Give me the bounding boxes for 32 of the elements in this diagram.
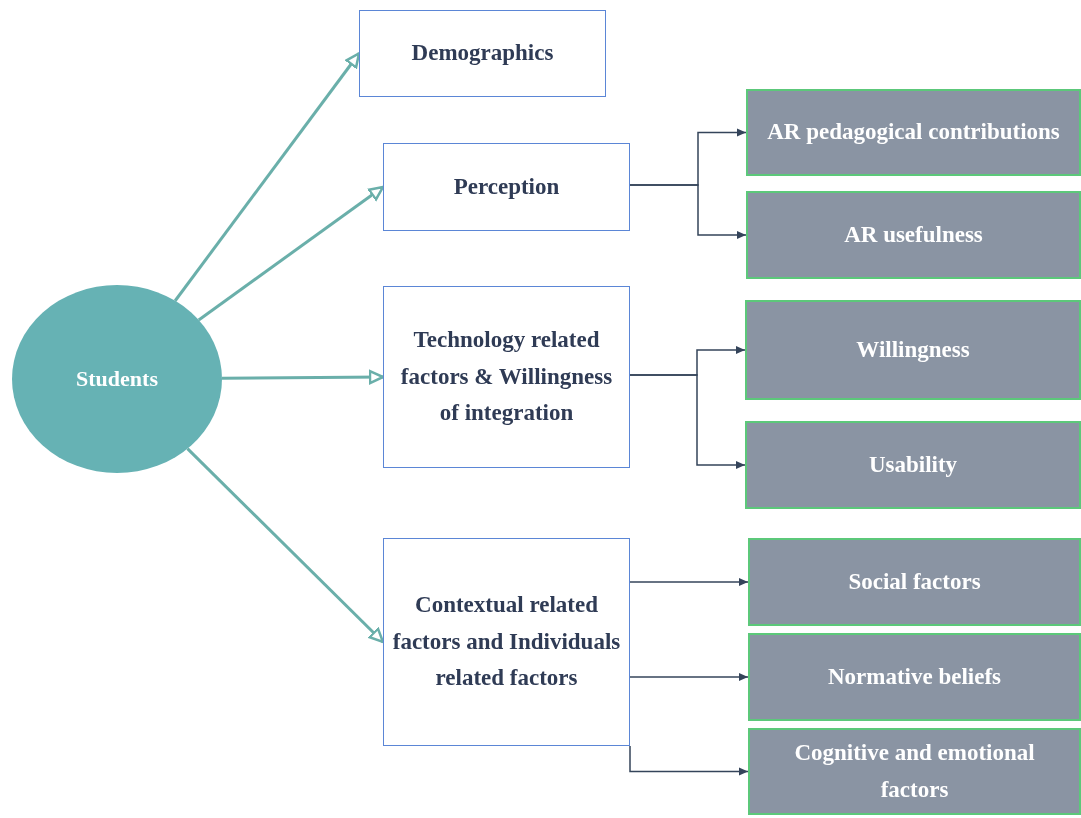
arrow (629, 578, 749, 586)
arrow (629, 184, 747, 239)
category-box (359, 10, 606, 97)
arrow (629, 673, 749, 681)
arrow (222, 369, 385, 385)
arrow (186, 447, 385, 644)
node-label: Demographics (411, 39, 554, 68)
category-box (383, 538, 630, 746)
factor-box (748, 728, 1081, 815)
arrow (629, 374, 746, 469)
factor-box (745, 300, 1081, 400)
node-label: Perception (453, 172, 560, 201)
arrow (197, 185, 385, 322)
node-label: Usability (868, 450, 958, 479)
arrow (173, 52, 361, 302)
factor-box (746, 89, 1081, 176)
arrow (629, 745, 749, 776)
node-label: AR pedagogical contributions (767, 118, 1060, 147)
node-label: Cognitive and emotional factors (793, 738, 1036, 804)
factor-box (746, 191, 1081, 279)
factor-box (748, 633, 1081, 721)
node-label: Students (76, 365, 158, 394)
category-box (383, 286, 630, 468)
node-label: Normative beliefs (827, 662, 1002, 691)
node-label: AR usefulness (844, 220, 983, 249)
factor-box (748, 538, 1081, 626)
factor-box (745, 421, 1081, 509)
node-label: Social factors (848, 567, 981, 596)
category-box (383, 143, 630, 231)
node-label: Contextual related factors and Individuals related factors (392, 590, 621, 693)
node-label: Technology related factors & Willingness of integration (399, 325, 614, 428)
node-label: Willingness (856, 335, 970, 364)
